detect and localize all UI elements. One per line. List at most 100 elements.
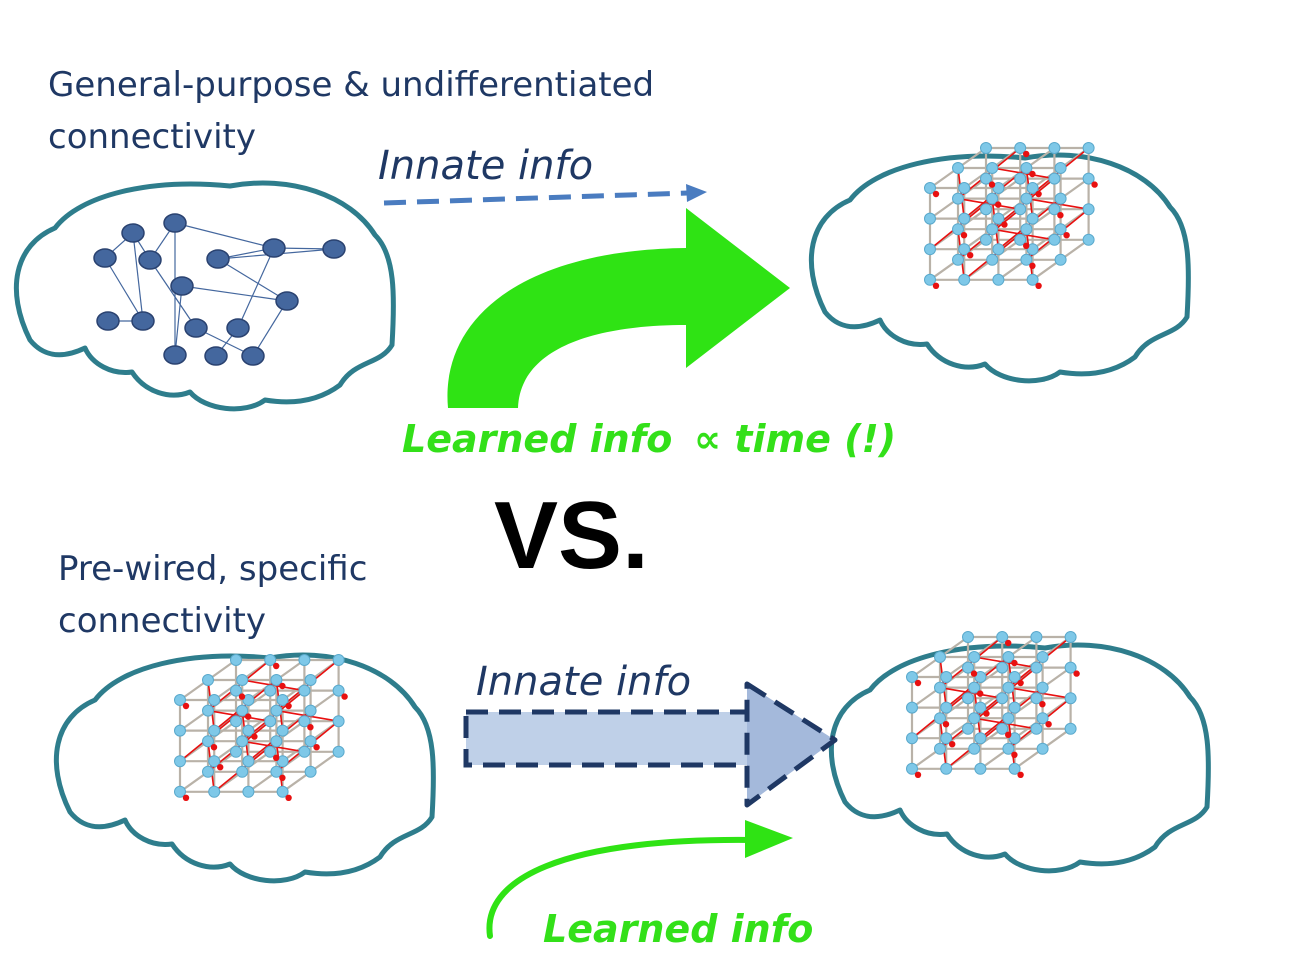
lattice-red-node [1029, 262, 1036, 269]
lattice-red-node [341, 693, 348, 700]
lattice-red-node [279, 682, 286, 690]
lattice-node [304, 704, 317, 717]
lattice-red-node [251, 733, 258, 740]
lattice-node [992, 273, 1005, 286]
lattice-node [952, 192, 964, 205]
lattice-node [906, 671, 918, 683]
learned-label-bottom: Learned info [543, 907, 814, 951]
lattice-cube-bottom-left [174, 654, 348, 801]
lattice-node [174, 724, 186, 737]
lattice-node [992, 243, 1005, 256]
lattice-node [298, 654, 311, 666]
lattice-red-node [1017, 679, 1024, 687]
lattice-red-node [970, 670, 978, 677]
lattice-node [974, 762, 987, 775]
lattice-node [242, 724, 255, 737]
lattice-node [202, 674, 214, 686]
lattice-red-node [977, 690, 984, 697]
lattice-cube-bottom-right [906, 631, 1080, 778]
lattice-node [1014, 172, 1027, 185]
learned-arrow-top [447, 208, 790, 408]
lattice-node [230, 745, 242, 758]
lattice-red-node [1005, 639, 1012, 647]
lattice-node [264, 715, 277, 728]
lattice-node [208, 724, 221, 737]
lattice-red-node [967, 252, 974, 259]
lattice-node [298, 684, 311, 697]
lattice-node [270, 765, 283, 778]
lattice-node [958, 243, 971, 256]
lattice-node [962, 661, 974, 674]
lattice-arrow [1007, 718, 1016, 769]
neuron-node [96, 311, 120, 331]
lattice-node [264, 684, 277, 697]
lattice-node [924, 182, 936, 194]
lattice-node [270, 735, 283, 748]
lattice-node [992, 182, 1005, 194]
lattice-red-node [960, 232, 968, 239]
lattice-node [332, 684, 345, 697]
lattice-red-node [307, 724, 314, 731]
lattice-arrow [1007, 656, 1016, 708]
lattice-node [992, 212, 1005, 225]
lattice-node [924, 243, 936, 256]
lattice-red-node [932, 190, 940, 198]
lattice-node [980, 172, 992, 185]
innate-arrow-bottom [463, 681, 838, 808]
lattice-red-node [1022, 150, 1030, 158]
lattice-arrow [992, 167, 1055, 180]
lattice-arrow [276, 709, 339, 722]
neuron-node [275, 291, 299, 311]
lattice-node [1026, 182, 1039, 194]
lattice-node [962, 722, 974, 735]
lattice-node [980, 203, 992, 216]
lattice-node [236, 735, 249, 748]
lattice-arrow [991, 198, 1000, 250]
lattice-node [906, 732, 918, 745]
lattice-node [974, 671, 987, 683]
lattice-node [934, 651, 946, 663]
lattice-arrow [1026, 197, 1089, 210]
lattice-node [1026, 212, 1039, 225]
lattice-red-node [210, 744, 218, 751]
lattice-node [968, 712, 981, 725]
lattice-node [962, 631, 974, 643]
learned-arrow-bottom [486, 820, 793, 939]
lattice-red-node [1011, 751, 1018, 758]
lattice-arrow [242, 740, 305, 753]
lattice-red-node [983, 710, 990, 717]
lattice-node [952, 223, 964, 236]
lattice-arrow [1025, 167, 1034, 219]
lattice-node [1036, 712, 1049, 725]
lattice-node [934, 712, 946, 725]
lattice-node [1020, 223, 1033, 236]
lattice-node [958, 273, 971, 286]
lattice-node [242, 785, 255, 798]
lattice-arrow [207, 741, 215, 792]
lattice-node [1002, 681, 1015, 694]
lattice-node [1054, 223, 1067, 236]
lattice-red-node [1029, 170, 1036, 178]
innate-arrow-top [383, 184, 707, 206]
lattice-node [1014, 142, 1027, 154]
lattice-node [1064, 722, 1077, 735]
lattice-arrow [207, 709, 271, 722]
bottom-heading-line1: Pre-wired, specific [58, 549, 368, 589]
lattice-arrow [939, 718, 947, 769]
lattice-node [1020, 192, 1033, 205]
lattice-node [236, 704, 249, 717]
general-purpose-brain [16, 183, 393, 409]
lattice-red-node [313, 744, 320, 751]
lattice-red-node [238, 693, 246, 700]
lattice-node [986, 223, 999, 236]
neuron-node [184, 318, 208, 338]
lattice-node [264, 654, 277, 666]
lattice-node [986, 162, 999, 174]
lattice-arrow [207, 679, 215, 731]
lattice-node [924, 212, 936, 225]
lattice-red-node [273, 662, 280, 670]
neuron-node [170, 276, 194, 296]
lattice-node [996, 692, 1009, 705]
lattice-red-node [1073, 670, 1080, 677]
lattice-node [958, 212, 971, 225]
